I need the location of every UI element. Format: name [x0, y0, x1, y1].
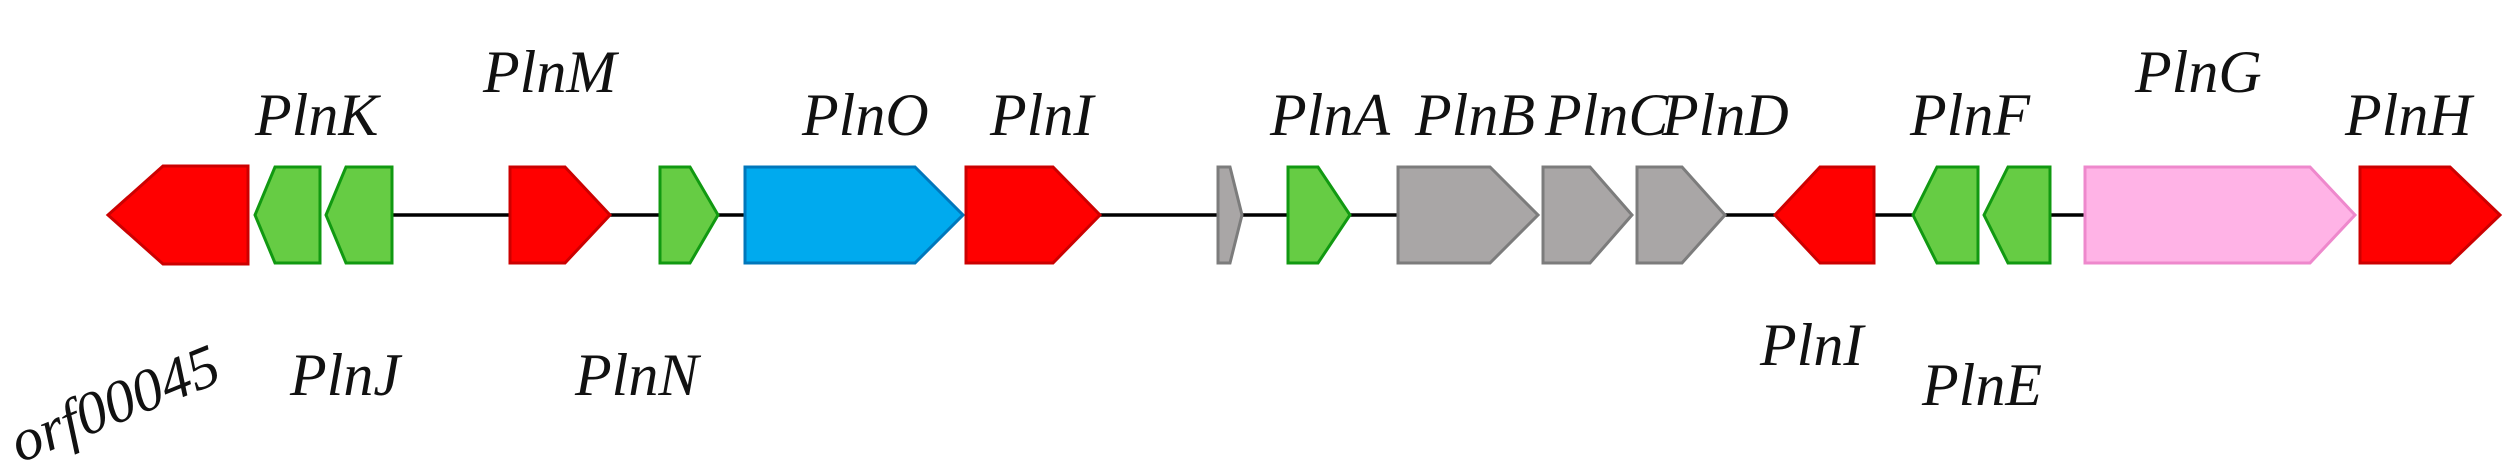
gene-arrow-plna — [1286, 165, 1352, 265]
label-plna: PlnA — [1269, 82, 1390, 148]
gene-arrow-unnamed — [1216, 165, 1244, 265]
gene-arrow-plnj — [324, 165, 394, 265]
gene-arrow-plnh — [2358, 165, 2503, 265]
label-plng: PlnG — [2134, 39, 2262, 105]
label-plnf: PlnF — [1909, 82, 2031, 148]
label-plnd: PlnD — [1661, 82, 1789, 148]
gene-arrow-plnf — [1911, 165, 1980, 265]
label-plnk: PlnK — [254, 82, 381, 148]
label-plnn: PlnN — [574, 342, 701, 408]
gene-arrow-plng — [2083, 165, 2358, 265]
label-plni-top: PlnI — [989, 82, 1096, 148]
gene-arrow-orf00045 — [105, 164, 250, 266]
gene-arrow-plno — [743, 165, 966, 265]
label-plnm: PlnM — [482, 39, 619, 105]
label-plnj: PlnJ — [289, 342, 402, 408]
gene-arrow-plni-1 — [964, 165, 1103, 265]
label-orf00045: orf00045 — [0, 331, 229, 471]
label-plno: PlnO — [801, 82, 929, 148]
gene-arrow-plnb — [1396, 165, 1541, 265]
label-plnc: PlnC — [1544, 82, 1669, 148]
gene-arrow-plnm — [508, 165, 613, 265]
label-plnh: PlnH — [2344, 82, 2475, 148]
gene-arrow-plnd — [1635, 165, 1728, 265]
gene-arrow-plnn — [658, 165, 720, 265]
gene-arrow-plne — [1982, 165, 2052, 265]
gene-arrow-plnk — [253, 165, 322, 265]
label-plne: PlnE — [1921, 352, 2042, 418]
label-plnb: PlnB — [1414, 82, 1535, 148]
gene-arrow-plnc — [1541, 165, 1634, 265]
gene-arrow-plni-2 — [1772, 165, 1876, 265]
label-plni-bottom: PlnI — [1759, 312, 1866, 378]
